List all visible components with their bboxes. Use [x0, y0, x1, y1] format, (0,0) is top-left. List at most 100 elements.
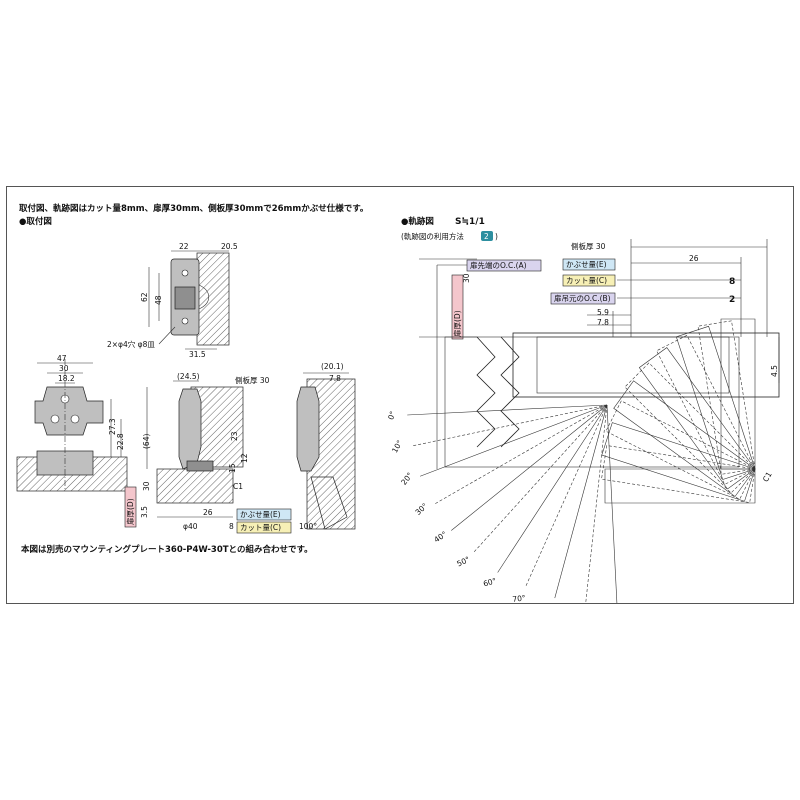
trajectory-ray: [524, 404, 608, 588]
mount-drawing-open: (20.1) 7.8 100°: [296, 362, 356, 531]
break-line-2: [500, 336, 520, 448]
diagram-frame: 取付図、軌跡図はカット量8mm、扉厚30mm、側板厚30mmで26mmかぶせ仕様…: [6, 186, 794, 604]
trajectory-ray: [420, 404, 608, 477]
trajectory-ray: [451, 404, 608, 531]
dim-100: 100°: [299, 522, 317, 531]
usage-note-prefix: (軌跡図の利用方法: [401, 231, 464, 241]
traj-cut-label: カット量(C): [566, 276, 607, 285]
screw-front-2: [50, 414, 60, 424]
traj-door-thk-box: [451, 274, 464, 340]
dim-23: 23: [230, 431, 239, 441]
traj-title: ●軌跡図: [401, 216, 434, 227]
overlay-label: かぶせ量(E): [240, 510, 281, 519]
door-position-outline: [605, 400, 756, 500]
trajectory-ray: [606, 404, 618, 603]
usage-badge-bg: [481, 231, 493, 241]
angle-label: 70°: [512, 593, 527, 603]
dim-22: 22: [179, 242, 189, 251]
angle-label: 60°: [482, 576, 497, 588]
hinge-arm-front: [34, 386, 104, 436]
traj-dim-2: 2: [729, 295, 735, 305]
mount-drawing-front: 47 30 18.2 27.3 22.8: [16, 354, 128, 492]
dim-26: 26: [203, 508, 213, 517]
dim-20-5: 20.5: [221, 242, 238, 251]
traj-side-thk: 側板厚 30: [571, 241, 606, 251]
dim-27-3: 27.3: [108, 418, 117, 435]
door-position-outline: [601, 445, 756, 503]
traj-dim-26: 26: [689, 254, 699, 263]
usage-note-suffix: ): [495, 232, 498, 241]
dim-20-1: (20.1): [321, 362, 344, 371]
screw-hole-top: [181, 269, 189, 277]
traj-dim-4-5: 4.5: [770, 365, 779, 377]
door-position-outline: [604, 468, 756, 504]
plate-center: [174, 286, 196, 310]
door-thk-label-box: [124, 486, 137, 528]
c1-left: C1: [233, 482, 243, 491]
dim-31-5: 31.5: [189, 350, 206, 359]
door-position-outline: [638, 347, 756, 490]
door-position-outline: [697, 320, 756, 475]
angle-label: 10°: [390, 438, 404, 454]
hinge-arm-side: [178, 388, 202, 470]
cut-label-box: [236, 521, 292, 534]
traj-scale: S≒1/1: [455, 217, 485, 227]
door-position-outline: [601, 422, 756, 502]
break-line-1: [476, 336, 496, 448]
dim-15: 15: [228, 463, 237, 473]
dim-62: 62: [140, 292, 149, 302]
cabinet-inner: [536, 336, 730, 394]
overlay-label-box: [236, 508, 292, 521]
traj-overlay-label: かぶせ量(E): [566, 260, 607, 269]
dim-48: 48: [154, 295, 163, 305]
angle-label: 50°: [455, 555, 471, 569]
trajectory-ray: [407, 404, 608, 416]
holes-note: 2×φ4穴 φ8皿: [107, 339, 155, 349]
trajectory-ray: [472, 404, 608, 554]
trajectory-ray: [411, 404, 608, 447]
dim-22-8: 22.8: [116, 433, 125, 450]
traj-dim-30: 30: [462, 273, 471, 283]
dim-18-2: 18.2: [58, 374, 75, 383]
hinge-arm-open: [296, 386, 320, 472]
dim-7-8: 7.8: [329, 374, 341, 383]
oc-b-box: [550, 292, 616, 305]
mount-drawing-side: (24.5) 側板厚 30 (64) 23 12 15 30 3.5 26 φ4…: [124, 372, 292, 534]
mount-drawing-top: 22 20.5 62 48 31.5 2×φ4穴 φ8皿: [107, 242, 238, 359]
door-closed-outline: [444, 336, 740, 468]
trajectory-lines: [407, 318, 756, 603]
angle-label: 20°: [399, 471, 414, 487]
trajectory-ray: [585, 404, 608, 603]
screw-front-3: [70, 414, 80, 424]
traj-dim-7-8: 7.8: [597, 318, 609, 327]
spec-note: 取付図、軌跡図はカット量8mm、扉厚30mm、側板厚30mmで26mmかぶせ仕様…: [19, 203, 368, 214]
traj-overlay-box: [562, 258, 616, 271]
dim-24-5: (24.5): [177, 372, 200, 381]
traj-door-thk-label: 扉厚(D): [452, 310, 462, 337]
traj-dim-8: 8: [729, 277, 735, 287]
dim-47: 47: [57, 354, 67, 363]
door-hatch: [156, 468, 234, 504]
dim-3-5: 3.5: [140, 506, 149, 518]
angle-label: 0°: [386, 410, 397, 421]
door-open-hatch: [310, 476, 348, 530]
oc-a-label: 扉先端のO.C.(A): [470, 260, 527, 270]
traj-dim-5-9: 5.9: [597, 308, 609, 317]
door-position-outline: [720, 318, 756, 470]
cut-label: カット量(C): [240, 523, 281, 532]
screw-hole-bottom: [181, 317, 189, 325]
traj-cut-box: [562, 274, 616, 287]
side-thk: 側板厚 30: [235, 375, 270, 385]
door-position-outline: [624, 362, 756, 494]
dim-40: φ40: [183, 522, 198, 531]
side-panel-hatch: [196, 252, 230, 346]
trajectory-ray: [433, 404, 608, 505]
door-thk-label: 扉厚(D): [125, 498, 135, 525]
angle-label: 30°: [413, 501, 429, 517]
trajectory-ray: [497, 404, 608, 573]
oc-b-label: 扉吊元のO.C.(B): [554, 293, 611, 303]
dim-12: 12: [240, 453, 249, 463]
mount-title: ●取付図: [19, 216, 52, 227]
dim-30: 30: [59, 364, 69, 373]
door-position-outline: [656, 334, 756, 485]
